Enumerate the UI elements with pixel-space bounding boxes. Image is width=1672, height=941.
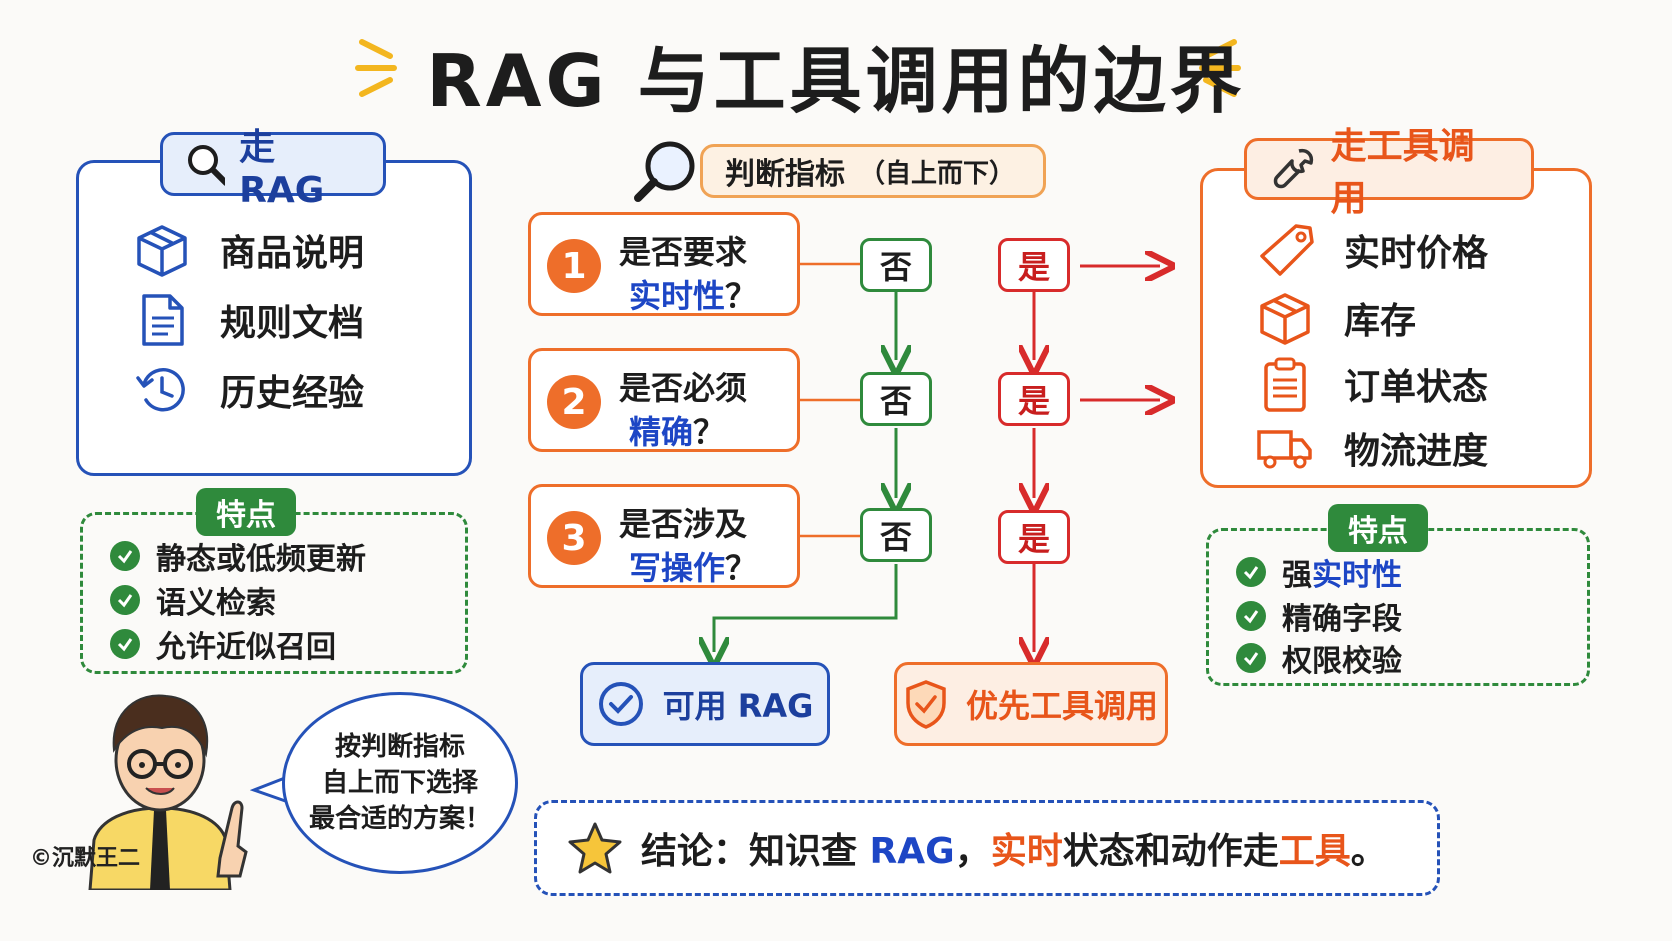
speech-bubble: 按判断指标 自上而下选择 最合适的方案！ bbox=[282, 692, 518, 874]
tool-header-label: 走工具调用 bbox=[1330, 126, 1475, 219]
author-credit: ©沉默王二 bbox=[30, 846, 141, 871]
question-number: 3 bbox=[547, 511, 601, 565]
no-label: 否 bbox=[860, 372, 932, 426]
tool-feature: 强实时性 bbox=[1236, 550, 1402, 594]
tool-item: 订单状态 bbox=[1256, 356, 1488, 412]
yes-label: 是 bbox=[998, 372, 1070, 426]
tool-feature-label: 权限校验 bbox=[1282, 644, 1402, 679]
wrench-icon bbox=[1273, 148, 1314, 189]
result-rag-label: 可用 RAG bbox=[662, 687, 814, 725]
tool-item: 实时价格 bbox=[1256, 222, 1488, 278]
question-number: 2 bbox=[547, 375, 601, 429]
magnifier-icon bbox=[634, 141, 695, 202]
yes-label: 是 bbox=[998, 238, 1070, 292]
sparkle-right-icon bbox=[1199, 39, 1241, 97]
tool-feature-label: 强实时性 bbox=[1282, 558, 1402, 593]
clipboard-icon bbox=[1264, 357, 1306, 412]
tool-item: 物流进度 bbox=[1256, 420, 1488, 476]
check-icon bbox=[110, 585, 140, 615]
rag-feature: 语义检索 bbox=[110, 578, 276, 622]
tool-item: 库存 bbox=[1256, 290, 1416, 346]
shield-check-icon bbox=[906, 680, 946, 729]
question-text-2: 精确？ bbox=[629, 413, 726, 451]
tool-feature-label: 精确字段 bbox=[1282, 602, 1402, 637]
question-card: 1 是否要求 实时性？ bbox=[528, 212, 800, 316]
truck-icon bbox=[1257, 430, 1312, 469]
rag-features-tag: 特点 bbox=[196, 488, 296, 536]
question-card: 2 是否必须 精确？ bbox=[528, 348, 800, 452]
criteria-header: 判断指标 （自上而下） bbox=[700, 144, 1046, 198]
tool-header: 走工具调用 bbox=[1244, 126, 1534, 219]
result-rag: 可用 RAG bbox=[580, 662, 830, 746]
tool-feature: 精确字段 bbox=[1236, 594, 1402, 638]
criteria-header-label: 判断指标 bbox=[725, 157, 845, 192]
rag-header-label: 走 RAG bbox=[239, 126, 325, 211]
question-text: 是否必须 bbox=[619, 369, 748, 407]
rag-item-label: 历史经验 bbox=[220, 373, 365, 414]
check-icon bbox=[1236, 557, 1266, 587]
rag-feature-label: 语义检索 bbox=[156, 586, 276, 621]
rag-item-label: 商品说明 bbox=[220, 233, 365, 274]
rag-item: 规则文档 bbox=[134, 292, 364, 348]
tool-item-label: 订单状态 bbox=[1344, 367, 1489, 408]
speech-line: 按判断指标 bbox=[334, 732, 465, 762]
rag-panel bbox=[76, 160, 472, 476]
result-tool-label: 优先工具调用 bbox=[965, 687, 1158, 725]
search-icon bbox=[188, 145, 226, 186]
speech-line: 自上而下选择 bbox=[321, 768, 478, 798]
question-text-2: 实时性？ bbox=[629, 277, 758, 315]
check-circle-icon bbox=[598, 682, 643, 726]
rag-feature-label: 允许近似召回 bbox=[156, 630, 336, 665]
question-card: 3 是否涉及 写操作？ bbox=[528, 484, 800, 588]
question-text: 是否要求 bbox=[619, 233, 748, 271]
tool-feature: 权限校验 bbox=[1236, 636, 1402, 680]
question-text: 是否涉及 bbox=[619, 505, 748, 543]
presenter-avatar bbox=[88, 694, 248, 890]
box-icon bbox=[1260, 293, 1310, 345]
page-title: RAG 与工具调用的边界 bbox=[426, 39, 1246, 123]
tool-item-label: 实时价格 bbox=[1344, 233, 1489, 274]
tool-item-label: 物流进度 bbox=[1344, 431, 1489, 472]
rag-feature: 静态或低频更新 bbox=[110, 534, 366, 578]
history-icon bbox=[136, 367, 185, 412]
yes-label: 是 bbox=[998, 510, 1070, 564]
conclusion-text: 结论：知识查 RAG，实时状态和动作走工具。 bbox=[641, 831, 1387, 872]
sparkle-left-icon bbox=[355, 39, 397, 97]
price-tag-icon bbox=[1260, 224, 1314, 276]
rag-header: 走 RAG bbox=[160, 127, 386, 211]
rag-item: 商品说明 bbox=[134, 222, 364, 278]
speech-line: 最合适的方案！ bbox=[308, 804, 491, 834]
tool-features-tag: 特点 bbox=[1328, 504, 1428, 552]
rag-feature: 允许近似召回 bbox=[110, 622, 336, 666]
check-icon bbox=[110, 541, 140, 571]
conclusion-box: 结论：知识查 RAG，实时状态和动作走工具。 bbox=[534, 800, 1440, 896]
tool-item-label: 库存 bbox=[1344, 301, 1417, 342]
result-tool: 优先工具调用 bbox=[894, 662, 1168, 746]
check-icon bbox=[1236, 643, 1266, 673]
no-label: 否 bbox=[860, 238, 932, 292]
criteria-header-sub: （自上而下） bbox=[859, 158, 1016, 189]
rag-feature-label: 静态或低频更新 bbox=[156, 542, 366, 577]
question-number: 1 bbox=[547, 239, 601, 293]
box-icon bbox=[137, 225, 187, 277]
tool-panel bbox=[1200, 168, 1592, 488]
rag-item: 历史经验 bbox=[134, 362, 364, 418]
question-text-2: 写操作？ bbox=[629, 549, 758, 587]
rag-item-label: 规则文档 bbox=[220, 303, 365, 344]
check-icon bbox=[1236, 601, 1266, 631]
no-label: 否 bbox=[860, 508, 932, 562]
check-icon bbox=[110, 629, 140, 659]
star-icon bbox=[568, 822, 622, 874]
document-icon bbox=[142, 294, 184, 346]
